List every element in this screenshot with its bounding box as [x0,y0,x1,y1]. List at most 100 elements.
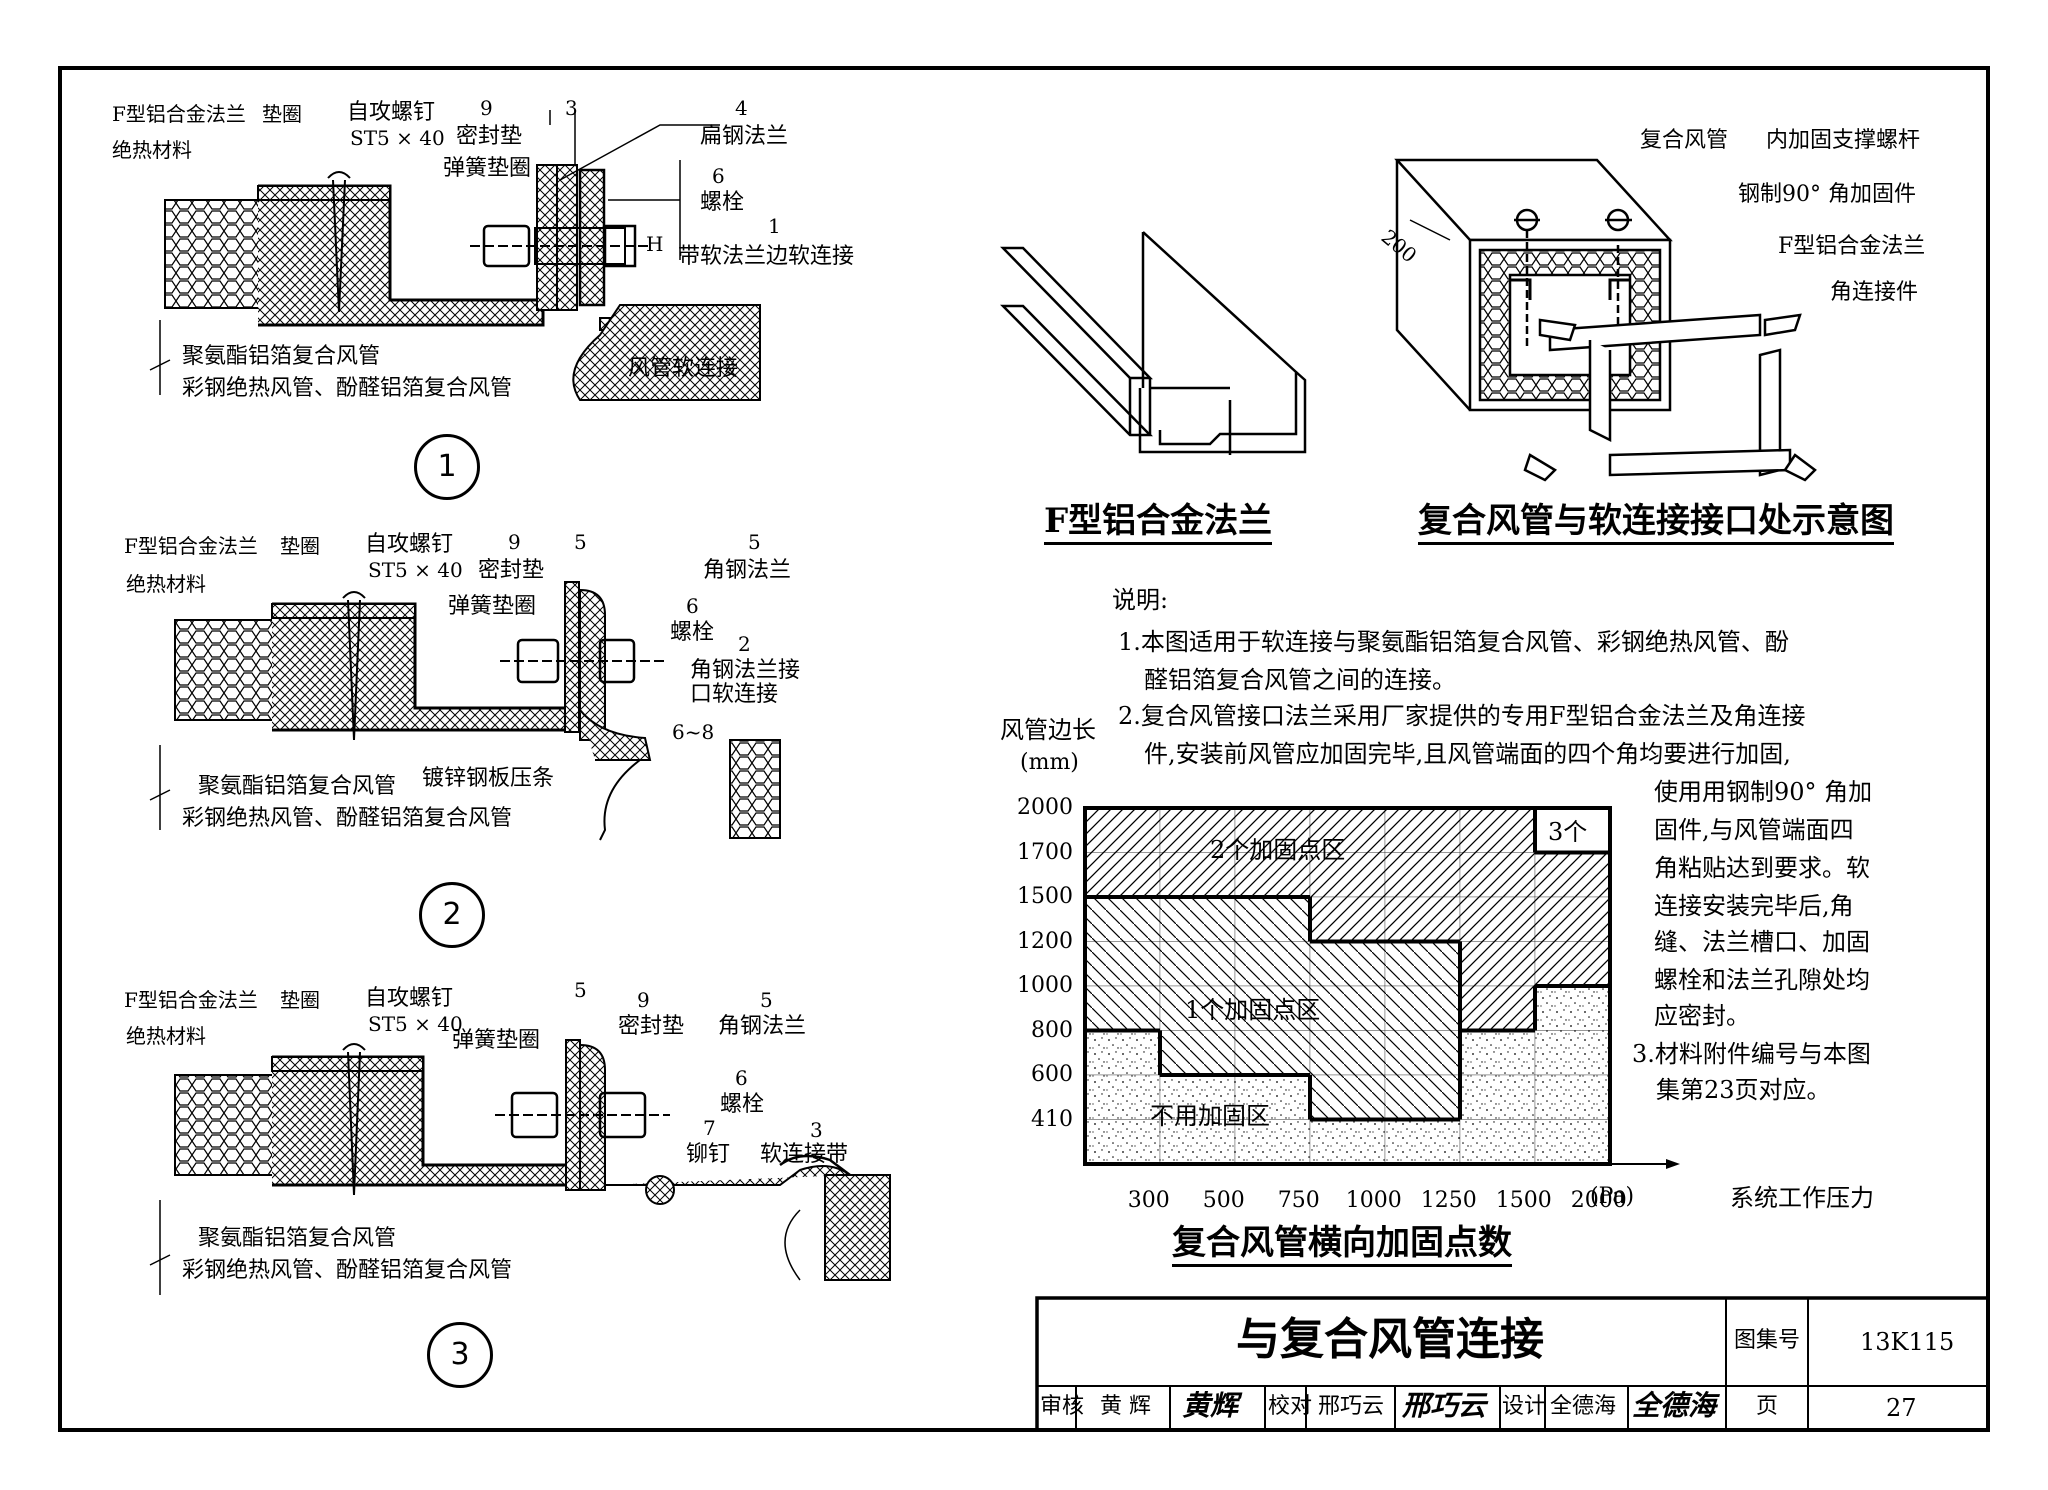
d3-washer-label: 垫圈 [280,988,320,1012]
title-block [1035,1296,1990,1432]
check-label: 校对 [1268,1394,1313,1419]
d1-screw-label: 自攻螺钉 [347,100,436,125]
chart-cell-1 [1234,896,1311,942]
note-1-line-2: 醛铝箔复合风管之间的连接。 [1144,666,1456,694]
d2-spring-label: 弹簧垫圈 [448,594,537,619]
d3-soft-band-label: 软连接带 [760,1142,849,1167]
note-3-line-2: 集第23页对应。 [1656,1076,1831,1104]
chart-cell-0 [1534,985,1611,1031]
detail-1-drawing [149,110,761,401]
d3-duct-pu-label: 聚氨酯铝箔复合风管 [198,1226,397,1251]
chart-cell-2 [1384,896,1461,942]
chart-cell-1 [1309,1074,1386,1120]
d3-bolt-label: 螺栓 [720,1092,765,1117]
y-tick-label: 1200 [1017,928,1073,954]
d2-washer-label: 垫圈 [280,534,320,558]
chart-cell-2 [1534,852,1611,898]
chart-cell-0 [1534,1074,1611,1120]
d3-screw-spec: ST5 × 40 [368,1012,463,1036]
y-tick-label: 2000 [1017,795,1073,820]
notes-heading: 说明: [1112,586,1169,614]
iso-composite-duct-label: 复合风管 [1640,128,1729,153]
d1-screw-spec: ST5 × 40 [350,126,445,150]
note-2-line-9: 应密封。 [1654,1002,1750,1030]
d1-number-4: 4 [735,96,748,120]
x-tick-label: 1250 [1420,1188,1477,1213]
d1-spring-label: 弹簧垫圈 [443,156,532,181]
y-tick-label: 410 [1031,1106,1073,1132]
d2-insulation-label: 绝热材料 [126,572,206,596]
d3-f-flange-label: F型铝合金法兰 [124,988,258,1012]
chart-cell-1 [1084,985,1161,1031]
d1-dim-h: H [646,232,664,256]
checker-signature: 邢巧云 [1402,1389,1487,1422]
d3-number-7: 7 [703,1116,716,1140]
y-tick-label: 1500 [1017,884,1073,909]
d3-angle-flange-label: 角钢法兰 [718,1014,807,1039]
note-2-line-8: 螺栓和法兰孔隙处均 [1654,966,1870,994]
d3-insulation-label: 绝热材料 [126,1024,206,1048]
note-2-line-6: 连接安装完毕后,角 [1654,892,1854,920]
chart-cell-1 [1084,941,1161,987]
chart-cell-0 [1309,1119,1386,1165]
y-tick-label: 1700 [1017,839,1073,865]
chart-cell-1 [1234,985,1311,1031]
d3-number-9: 9 [637,988,650,1012]
chart-cell-0 [1534,1119,1611,1165]
note-2-line-2: 件,安装前风管应加固完毕,且风管端面的四个角均要进行加固, [1144,740,1791,768]
d1-washer-label: 垫圈 [262,102,302,126]
note-3-line-1: 3.材料附件编号与本图 [1632,1040,1871,1068]
y-tick-label: 800 [1031,1017,1073,1043]
chart-cell-0 [1459,1119,1536,1165]
d2-angle-soft-1: 角钢法兰接 [690,658,801,683]
chart-cell-2 [1459,941,1536,987]
designer-signature: 全德海 [1632,1389,1717,1422]
note-2-line-3: 使用用钢制90° 角加 [1654,778,1873,806]
d2-seal-label: 密封垫 [478,558,545,583]
d3-spring-label: 弹簧垫圈 [452,1028,541,1053]
zone-label-1: 1个加固点区 [1185,996,1321,1024]
detail-3-marker: 3 [427,1322,493,1388]
note-2-line-5: 角粘贴达到要求。软 [1654,854,1870,882]
x-tick-label: 1000 [1345,1188,1402,1213]
x-tick-label: 300 [1127,1188,1170,1213]
d2-angle-soft-2: 口软连接 [690,682,779,707]
d1-number-1: 1 [768,214,781,238]
duct-iso-drawing [1394,158,1817,482]
x-tick-label: 500 [1202,1188,1245,1213]
chart-title: 复合风管横向加固点数 [1172,1226,1512,1267]
chart-cell-1 [1384,1074,1461,1120]
atlas-label: 图集号 [1734,1328,1801,1353]
checker-name: 邢巧云 [1318,1394,1385,1419]
chart-cell-2 [1384,852,1461,898]
chart-cell-1 [1384,985,1461,1031]
d3-number-5a: 5 [574,978,587,1002]
d1-soft-edge-label: 带软法兰边软连接 [678,244,855,269]
designer-name: 全德海 [1550,1394,1617,1419]
chart-cell-1 [1159,985,1236,1031]
chart-cell-0 [1534,1030,1611,1076]
reviewer-name: 黄 辉 [1100,1394,1151,1419]
zone-label-0: 不用加固区 [1150,1102,1270,1130]
chart-cell-0 [1459,1030,1536,1076]
chart-cell-0 [1084,1119,1161,1165]
chart-cell-1 [1084,896,1161,942]
iso-title: 复合风管与软连接接口处示意图 [1418,504,1894,545]
design-label: 设计 [1502,1394,1547,1419]
d1-number-9: 9 [480,96,493,120]
page-number: 27 [1886,1394,1917,1422]
x-tick-label: 750 [1277,1188,1320,1213]
note-2-line-7: 缝、法兰槽口、加固 [1654,928,1870,956]
d1-flat-flange-label: 扁钢法兰 [700,124,789,149]
chart-cell-2 [1459,896,1536,942]
d2-screw-label: 自攻螺钉 [365,532,454,557]
zone-label-3: 3个 [1548,818,1588,846]
chart-cell-2 [1309,896,1386,942]
page-label: 页 [1756,1394,1779,1419]
d3-rivet-label: 铆钉 [686,1142,731,1167]
d1-number-3: 3 [565,96,578,120]
d1-seal-label: 密封垫 [456,124,523,149]
note-2-line-1: 2.复合风管接口法兰采用厂家提供的专用F型铝合金法兰及角连接 [1118,702,1806,730]
iso-inner-rod-label: 内加固支撑螺杆 [1766,128,1921,153]
reviewer-signature: 黄辉 [1182,1389,1239,1422]
